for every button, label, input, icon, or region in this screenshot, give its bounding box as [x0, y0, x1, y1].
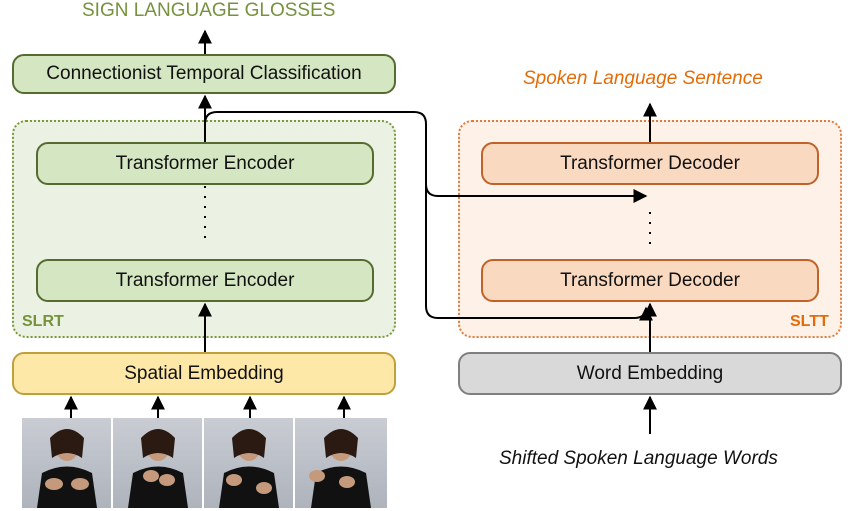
output-sentence-label: Spoken Language Sentence [523, 68, 763, 89]
encoder-top-label: Transformer Encoder [115, 152, 295, 174]
encoder-top-box: Transformer Encoder [36, 142, 374, 185]
signer-3-icon [219, 429, 279, 508]
signer-frame-2 [113, 418, 203, 508]
glosses-title: SIGN LANGUAGE GLOSSES [82, 0, 336, 21]
spatial-embedding-box: Spatial Embedding [12, 352, 396, 395]
decoder-bottom-label: Transformer Decoder [560, 269, 740, 291]
encoder-bottom-box: Transformer Encoder [36, 259, 374, 302]
decoder-top-box: Transformer Decoder [481, 142, 819, 185]
ctc-box: Connectionist Temporal Classification [12, 54, 396, 94]
spatial-embedding-label: Spatial Embedding [124, 362, 284, 384]
word-embedding-box: Word Embedding [458, 352, 842, 395]
decoder-top-label: Transformer Decoder [560, 152, 740, 174]
encoder-bottom-label: Transformer Encoder [115, 269, 295, 291]
sltt-label: SLTT [790, 313, 829, 330]
signer-2-icon [128, 429, 188, 508]
input-words-label: Shifted Spoken Language Words [499, 448, 778, 469]
signer-frame-1 [22, 418, 112, 508]
signer-4-icon [309, 429, 371, 508]
ctc-label: Connectionist Temporal Classification [46, 63, 362, 84]
slrt-label: SLRT [22, 313, 64, 330]
signer-frame-4 [295, 418, 387, 508]
signer-frame-3 [204, 418, 294, 508]
word-embedding-label: Word Embedding [576, 362, 724, 384]
signer-1-icon [37, 429, 97, 508]
decoder-bottom-box: Transformer Decoder [481, 259, 819, 302]
